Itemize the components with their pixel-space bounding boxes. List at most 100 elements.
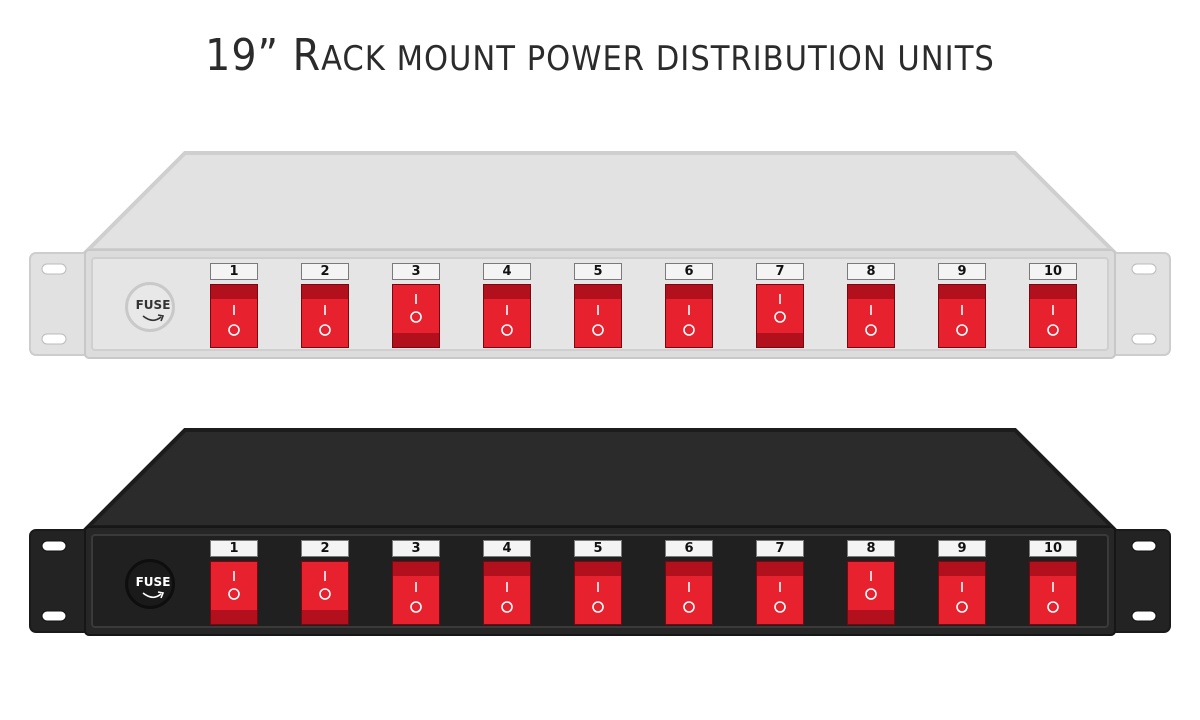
rocker-switch[interactable] [847, 284, 895, 348]
rocker-switch[interactable] [847, 561, 895, 625]
rocker-switch[interactable] [665, 284, 713, 348]
rocker-switch[interactable] [938, 561, 986, 625]
rocker-switch[interactable] [301, 561, 349, 625]
switch-label: 5 [574, 540, 622, 557]
dark-pdu: FUSE 1 2 3 4 5 6 7 8 9 10 [0, 427, 1200, 647]
switch-off-mark [865, 324, 877, 336]
rocker-switch[interactable] [1029, 284, 1077, 348]
fuse-label: FUSE [135, 298, 171, 312]
rocker-switch[interactable] [210, 284, 258, 348]
switch-upper-band [302, 285, 348, 299]
page-title: 19” RACK MOUNT POWER DISTRIBUTION UNITS [0, 30, 1200, 81]
switch-label: 6 [665, 263, 713, 280]
switch-upper-band [666, 285, 712, 299]
switch-off-mark [501, 601, 513, 613]
switch-off-mark [592, 324, 604, 336]
switch-label: 9 [938, 263, 986, 280]
mount-hole [1131, 610, 1157, 622]
switch-upper-band [484, 285, 530, 299]
switch-off-mark [1047, 601, 1059, 613]
mount-hole [1131, 263, 1157, 275]
switch-label: 3 [392, 263, 440, 280]
switch-label: 2 [301, 540, 349, 557]
switch-lower-band [757, 333, 803, 347]
rocker-switch[interactable] [756, 284, 804, 348]
switch-off-mark [1047, 324, 1059, 336]
switch-label: 7 [756, 540, 804, 557]
rocker-switch[interactable] [210, 561, 258, 625]
switch-label: 9 [938, 540, 986, 557]
switch-off-mark [956, 601, 968, 613]
switch-lower-band [848, 610, 894, 624]
switch-off-mark [228, 588, 240, 600]
switch-off-mark [683, 601, 695, 613]
switch-label: 3 [392, 540, 440, 557]
rocker-switch[interactable] [392, 284, 440, 348]
switch-off-mark [319, 324, 331, 336]
mount-hole [41, 540, 67, 552]
switch-lower-band [393, 333, 439, 347]
switch-upper-band [939, 562, 985, 576]
switch-upper-band [757, 562, 803, 576]
switch-off-mark [956, 324, 968, 336]
rocker-switch[interactable] [574, 284, 622, 348]
rotate-arrow-icon [142, 314, 165, 322]
switch-upper-band [1030, 562, 1076, 576]
switch-rocker [757, 285, 803, 333]
switch-off-mark [501, 324, 513, 336]
mount-hole [41, 610, 67, 622]
mount-hole [1131, 333, 1157, 345]
mount-hole [41, 263, 67, 275]
rocker-switch[interactable] [301, 284, 349, 348]
switch-label: 10 [1029, 263, 1077, 280]
switch-lower-band [211, 610, 257, 624]
switch-label: 5 [574, 263, 622, 280]
switch-upper-band [484, 562, 530, 576]
fuse-label: FUSE [135, 575, 171, 589]
switch-label: 8 [847, 540, 895, 557]
rocker-switch[interactable] [756, 561, 804, 625]
rocker-switch[interactable] [1029, 561, 1077, 625]
switch-label: 1 [210, 263, 258, 280]
rocker-switch[interactable] [392, 561, 440, 625]
switch-off-mark [683, 324, 695, 336]
mount-hole [1131, 540, 1157, 552]
switch-upper-band [393, 562, 439, 576]
switch-upper-band [575, 562, 621, 576]
rotate-arrow-icon [142, 591, 165, 599]
switch-off-mark [410, 311, 422, 323]
switch-off-mark [865, 588, 877, 600]
switch-rocker [211, 562, 257, 610]
switch-label: 2 [301, 263, 349, 280]
switch-rocker [302, 562, 348, 610]
rocker-switch[interactable] [665, 561, 713, 625]
switch-off-mark [774, 601, 786, 613]
fuse-holder[interactable]: FUSE [125, 559, 175, 609]
switch-off-mark [410, 601, 422, 613]
switch-upper-band [666, 562, 712, 576]
switch-off-mark [592, 601, 604, 613]
switch-label: 1 [210, 540, 258, 557]
switch-upper-band [211, 285, 257, 299]
switch-rocker [848, 562, 894, 610]
switch-upper-band [1030, 285, 1076, 299]
switch-label: 10 [1029, 540, 1077, 557]
switch-upper-band [939, 285, 985, 299]
switch-label: 4 [483, 263, 531, 280]
title-part-main: 19” R [205, 30, 322, 81]
switch-upper-band [575, 285, 621, 299]
switch-lower-band [302, 610, 348, 624]
rocker-switch[interactable] [938, 284, 986, 348]
chassis-top [83, 151, 1117, 252]
rocker-switch[interactable] [574, 561, 622, 625]
switch-label: 6 [665, 540, 713, 557]
chassis-top [83, 428, 1117, 529]
mount-hole [41, 333, 67, 345]
switch-label: 8 [847, 263, 895, 280]
rocker-switch[interactable] [483, 561, 531, 625]
rocker-switch[interactable] [483, 284, 531, 348]
fuse-holder[interactable]: FUSE [125, 282, 175, 332]
switch-label: 4 [483, 540, 531, 557]
switch-off-mark [774, 311, 786, 323]
